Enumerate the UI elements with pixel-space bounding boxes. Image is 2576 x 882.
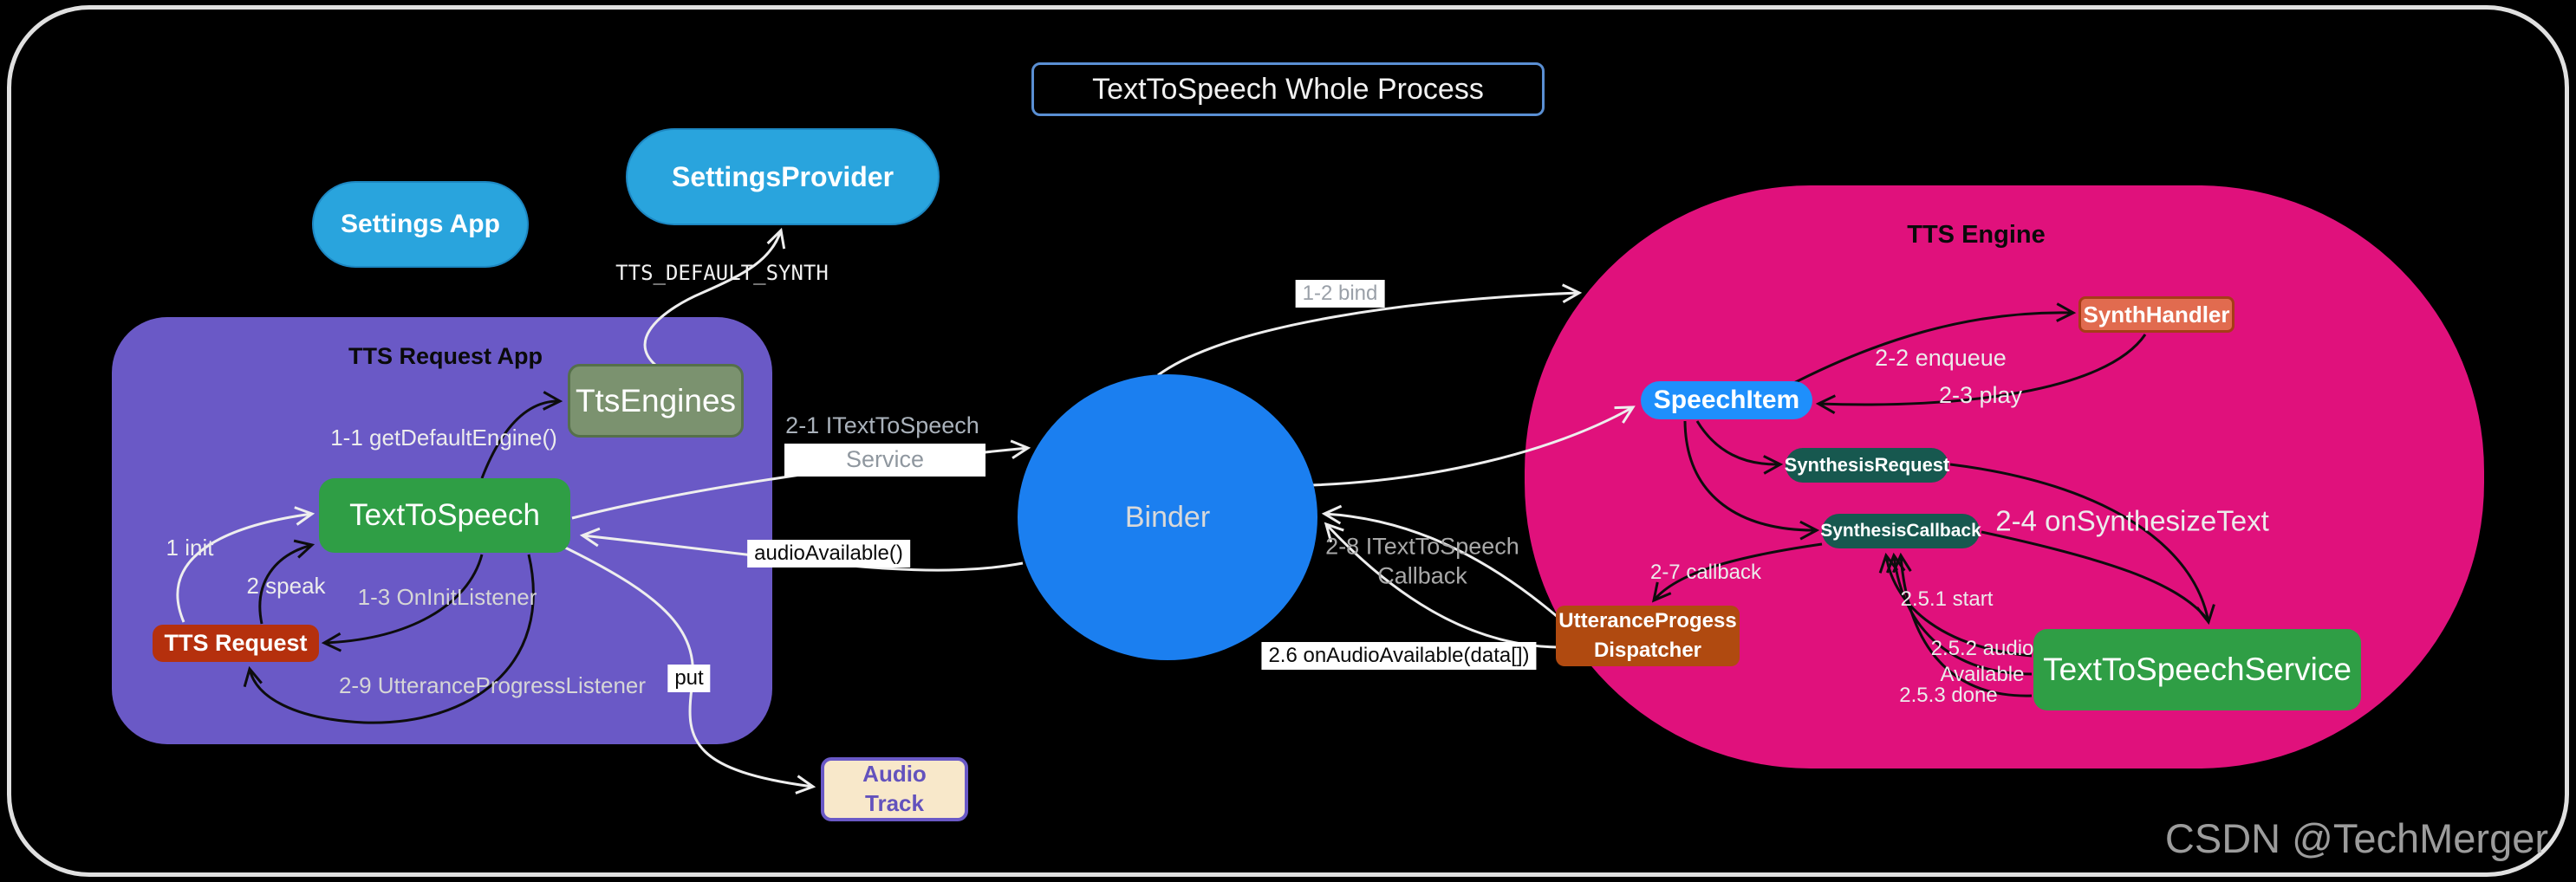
edge-label-2-9-utteranceprogresslistener: 2-9 UtteranceProgressListener xyxy=(338,671,647,698)
edge-label-2-1-service: Service xyxy=(784,444,986,477)
tts-engine-title: TTS Engine xyxy=(1907,220,2046,249)
edge-label-2-5-3-done: 2.5.3 done xyxy=(1899,684,1998,707)
arrow-2-5-2-audioavailable xyxy=(1886,552,2033,676)
arrow-1-3-oninitlistener xyxy=(321,554,484,652)
node-tts-request: TTS Request xyxy=(153,625,319,662)
edge-label-1-3-oninitlistener: 1-3 OnInitListener xyxy=(357,583,537,610)
diagram-title: TextToSpeech Whole Process xyxy=(1031,62,1545,116)
node-tts-engines: TtsEngines xyxy=(568,364,744,438)
edge-label-2-6-onaudioavailable: 2.6 onAudioAvailable(data[]) xyxy=(1261,642,1537,670)
node-audio-track: Audio Track xyxy=(821,757,968,821)
arrow-2-9-utteranceprogresslistener xyxy=(243,554,535,724)
node-speech-item: SpeechItem xyxy=(1641,381,1812,419)
edge-label-2-3-play: 2-3 play xyxy=(1938,382,2023,409)
arrow-speechitem-synthesisrequest xyxy=(1695,420,1784,475)
arrow-2-7-callback xyxy=(1651,542,1823,603)
edge-label-put: put xyxy=(667,665,711,692)
node-synthesis-request: SynthesisRequest xyxy=(1785,448,1949,483)
node-utterance-progress-dispatcher: UtteranceProgess Dispatcher xyxy=(1556,606,1740,666)
edge-label-2-8-itexttospeech-callback: 2-8 ITextToSpeech Callback xyxy=(1325,533,1519,588)
edge-label-audioavailable: audioAvailable() xyxy=(747,540,910,567)
edge-label-2-speak: 2 speak xyxy=(246,572,326,599)
arrow-1-init xyxy=(176,506,315,623)
edge-label-1-1-getdefaultengine: 1-1 getDefaultEngine() xyxy=(330,424,557,451)
node-text-to-speech: TextToSpeech xyxy=(319,478,570,553)
edge-label-tts-default-synth: TTS_DEFAULT_SYNTH xyxy=(615,261,829,285)
arrow-2-5-3-done xyxy=(1892,552,2033,697)
arrow-2-3-play xyxy=(1815,334,2147,414)
arrow-2-2-enqueue xyxy=(1786,302,2077,388)
node-settings-app: Settings App xyxy=(312,181,529,268)
edge-label-2-5-1-start: 2.5.1 start xyxy=(1900,587,1994,611)
edge-label-2-1-itexttospeech: 2-1 ITextToSpeech xyxy=(785,412,979,439)
watermark: CSDN @TechMerger xyxy=(2164,815,2548,861)
arrow-2-4-onsynthesizetext xyxy=(1949,463,2215,626)
node-text-to-speech-service: TextToSpeechService xyxy=(2033,629,2361,710)
edge-label-1-init: 1 init xyxy=(166,534,214,561)
edge-label-2-7-callback: 2-7 callback xyxy=(1649,561,1762,584)
arrow-binder-speechitem xyxy=(1310,405,1636,487)
edge-label-1-2-bind: 1-2 bind xyxy=(1295,280,1385,308)
edge-label-2-5-2-audio-available: 2.5.2 audio Available xyxy=(1930,637,2034,686)
arrow-speechitem-synthesiscallback xyxy=(1683,420,1820,541)
edge-label-2-2-enqueue: 2-2 enqueue xyxy=(1875,345,2007,372)
arrow-2-speak xyxy=(258,539,315,625)
node-binder: Binder xyxy=(1018,374,1317,660)
edge-label-2-4-onsynthesizetext: 2-4 onSynthesizeText xyxy=(1995,504,2269,537)
arrow-tts-default-synth xyxy=(643,227,786,367)
node-settings-provider: SettingsProvider xyxy=(626,128,940,225)
arrow-2-5-1-start xyxy=(1878,552,2033,658)
arrow-1-1-getdefaultengine xyxy=(480,391,563,479)
arrow-2-8-callback xyxy=(1321,504,1558,619)
tts-request-app-title: TTS Request App xyxy=(348,343,543,370)
arrow-synthesiscallback-service xyxy=(1981,530,2208,619)
node-synth-handler: SynthHandler xyxy=(2078,296,2234,333)
node-synthesis-callback: SynthesisCallback xyxy=(1820,514,1981,548)
arrow-1-2-bind xyxy=(1157,283,1583,377)
